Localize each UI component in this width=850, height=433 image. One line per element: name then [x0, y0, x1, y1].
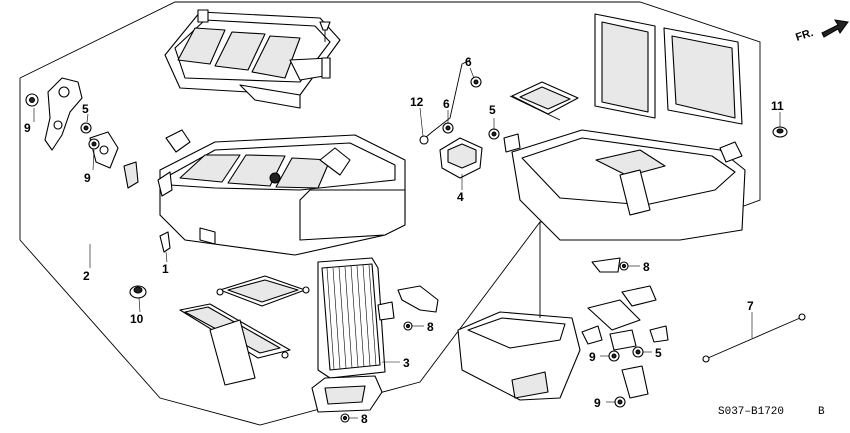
callout-3: 3	[403, 356, 410, 370]
middle-case	[157, 129, 406, 256]
clip-5a	[80, 122, 92, 134]
callout-5: 5	[655, 346, 662, 360]
clip-5b	[488, 128, 500, 140]
grommet-11	[772, 126, 788, 138]
core-cover	[311, 375, 383, 413]
callout-11: 11	[771, 99, 784, 113]
air-mix-door	[216, 275, 310, 307]
front-direction-label: FR.	[794, 27, 815, 44]
callout-9: 9	[24, 121, 31, 135]
callout-9: 9	[594, 396, 601, 410]
screw-8b	[340, 413, 350, 423]
grommet-10	[129, 285, 147, 299]
control-cable	[702, 313, 806, 363]
clip-9c	[608, 350, 620, 362]
recirculation-door	[509, 81, 579, 121]
callout-1: 1	[162, 262, 169, 276]
callout-4: 4	[457, 190, 464, 204]
leader-lines	[33, 67, 781, 419]
actuator-motor	[439, 137, 483, 179]
clip-9a	[25, 93, 39, 107]
blower-lower-case	[457, 222, 581, 401]
callout-12: 12	[410, 95, 424, 109]
door-linkage-b	[581, 285, 669, 351]
callout-6: 6	[443, 97, 450, 111]
screw-top	[319, 21, 331, 42]
clip-5c	[632, 346, 644, 358]
left-linkage	[44, 77, 139, 189]
screw-8c	[619, 261, 629, 271]
callout-9: 9	[84, 171, 91, 185]
pipe-bracket	[397, 285, 439, 313]
callout-8: 8	[427, 320, 434, 334]
callout-9: 9	[589, 350, 596, 364]
door-arm-c	[621, 365, 649, 399]
clip-9d	[614, 396, 626, 408]
door-arm-a	[591, 257, 621, 273]
clip-6b	[442, 122, 454, 134]
link-rod-12	[419, 59, 471, 145]
joint-clip	[503, 133, 521, 153]
callout-6: 6	[465, 55, 472, 69]
callout-2: 2	[83, 269, 90, 283]
revision-letter: B	[818, 406, 825, 418]
filter-panel-a	[594, 13, 656, 119]
arrow-icon	[821, 19, 849, 38]
clip-9b	[88, 138, 100, 150]
clip-6a	[470, 76, 482, 88]
callout-8: 8	[643, 260, 650, 274]
lower-case	[511, 129, 746, 241]
part-code: S037–B1720	[718, 406, 784, 418]
mode-door	[179, 303, 291, 386]
heater-core	[317, 257, 395, 379]
callout-7: 7	[747, 299, 754, 313]
screw-8a	[403, 321, 413, 331]
filter-panel-b	[663, 27, 743, 125]
callout-5: 5	[82, 102, 89, 116]
front-direction-arrow: FR.	[794, 19, 849, 44]
clip-1	[159, 231, 171, 253]
callout-5: 5	[489, 103, 496, 117]
upper-case	[164, 9, 341, 109]
callout-8: 8	[361, 412, 368, 426]
callout-10: 10	[130, 312, 144, 326]
